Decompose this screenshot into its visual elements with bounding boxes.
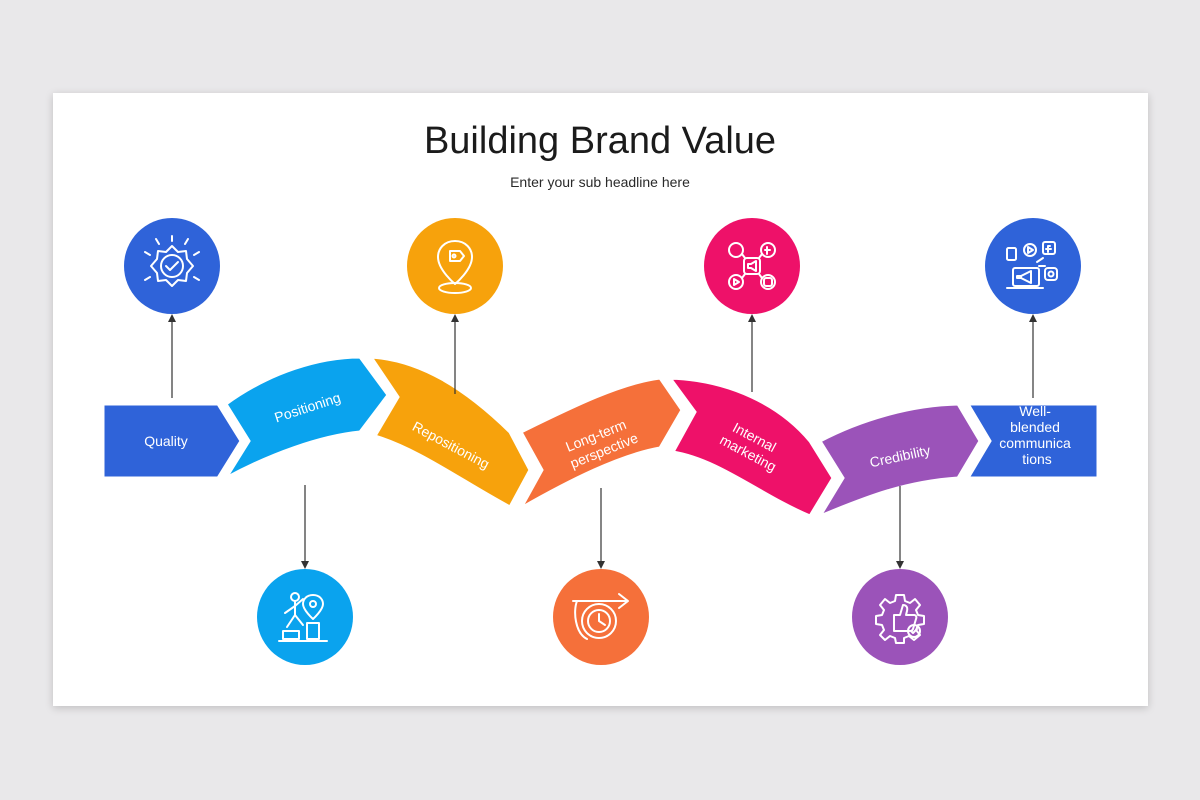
circle-credibility xyxy=(852,569,948,665)
segment-communications xyxy=(965,402,1100,480)
label-communications: Well- blended communica tions xyxy=(999,403,1074,467)
label-communications-line2: blended xyxy=(1010,419,1060,435)
circle-quality xyxy=(124,218,220,314)
label-communications-line1: Well- xyxy=(1019,403,1051,419)
circle-long-term xyxy=(553,569,649,665)
verified-badge-icon xyxy=(144,235,200,287)
segment-quality xyxy=(101,402,243,480)
circle-repositioning xyxy=(407,218,503,314)
page-subtitle: Enter your sub headline here xyxy=(510,174,690,190)
climber-goal-icon xyxy=(278,592,328,642)
media-campaign-icon xyxy=(1006,241,1058,289)
segment-positioning xyxy=(221,355,390,483)
clock-arrow-icon xyxy=(572,593,629,640)
segment-credibility xyxy=(816,402,982,520)
segment-long-term xyxy=(517,376,684,512)
label-communications-line3: communica xyxy=(999,435,1071,451)
label-quality: Quality xyxy=(144,433,188,449)
circle-communications xyxy=(985,218,1081,314)
gear-thumbs-up-icon xyxy=(875,594,925,644)
label-communications-line4: tions xyxy=(1022,451,1052,467)
page-title: Building Brand Value xyxy=(423,120,777,162)
circle-positioning xyxy=(257,569,353,665)
social-network-icon xyxy=(728,242,776,290)
location-pin-tag-icon xyxy=(437,240,473,294)
segment-repositioning xyxy=(368,355,532,510)
segment-internal-marketing xyxy=(666,376,835,518)
circle-internal-marketing xyxy=(704,218,800,314)
